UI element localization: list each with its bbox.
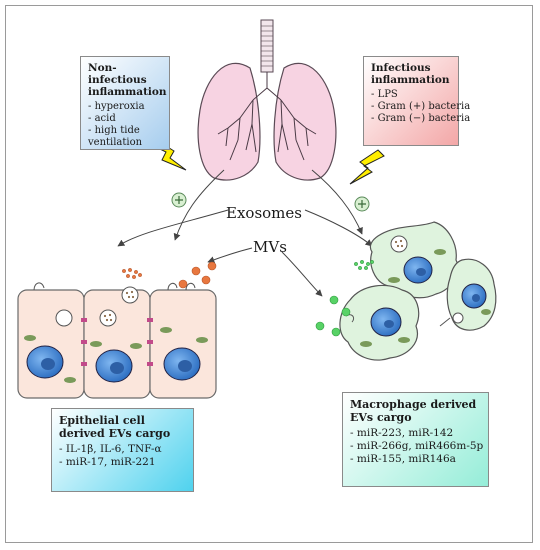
plus-circle-icon xyxy=(354,196,370,212)
arrow-icon xyxy=(207,247,253,264)
macrophage-cell xyxy=(369,221,459,299)
list-item: miR-223, miR-142 xyxy=(350,427,481,440)
non-infectious-list: hyperoxia acid high tide ventilation xyxy=(88,101,162,149)
exosomes-label: Exosomes xyxy=(226,204,302,222)
macrophage-cargo-list: miR-223, miR-142 miR-266g, miR466m-5p mi… xyxy=(350,427,483,466)
list-item: Gram (−) bacteria xyxy=(371,113,471,125)
macrophage-cell xyxy=(339,284,420,361)
list-item: miR-266g, miR466m-5p xyxy=(350,440,483,453)
list-item: miR-17, miR-221 xyxy=(59,456,186,469)
list-item: high tide ventilation xyxy=(88,125,162,149)
macrophages xyxy=(339,221,497,361)
list-item: hyperoxia xyxy=(88,101,162,113)
plus-circle-icon xyxy=(171,192,187,208)
epithelial-cargo-list: IL-1β, IL-6, TNF-α miR-17, miR-221 xyxy=(59,443,186,469)
list-item: Gram (+) bacteria xyxy=(371,101,471,113)
macrophage-vesicles xyxy=(315,260,374,337)
macrophage-cell xyxy=(439,258,497,331)
arrow-icon xyxy=(173,169,225,241)
macrophage-cargo-title: Macrophage derived EVs cargo xyxy=(350,398,477,424)
list-item: miR-155, miR146a xyxy=(350,453,481,466)
epithelial-cells xyxy=(17,282,217,399)
infectious-title: Infectious inflammation xyxy=(371,62,450,86)
mvs-label: MVs xyxy=(253,238,287,256)
macrophage-cargo-box: Macrophage derived EVs cargo miR-223, mi… xyxy=(342,392,489,487)
non-infectious-inflammation-box: Non-infectious inflammation hyperoxia ac… xyxy=(80,56,170,150)
infectious-inflammation-box: Infectious inflammation LPS Gram (+) bac… xyxy=(363,56,471,146)
epithelial-vesicles xyxy=(122,261,217,289)
arrow-icon xyxy=(117,209,229,247)
lightning-bolt-icon xyxy=(349,149,385,185)
arrow-icon xyxy=(311,169,363,235)
epithelial-cargo-box: Epithelial cell derived EVs cargo IL-1β,… xyxy=(51,408,194,492)
non-infectious-title: Non-infectious inflammation xyxy=(88,62,167,98)
epithelial-cargo-title: Epithelial cell derived EVs cargo xyxy=(59,414,171,440)
epithelial-cell xyxy=(149,282,217,399)
list-item: IL-1β, IL-6, TNF-α xyxy=(59,443,186,456)
epithelial-cell xyxy=(83,286,151,399)
arrow-icon xyxy=(304,209,373,247)
list-item: acid xyxy=(88,113,162,125)
infectious-list: LPS Gram (+) bacteria Gram (−) bacteria xyxy=(371,89,471,125)
list-item: LPS xyxy=(371,89,451,101)
arrow-icon xyxy=(281,251,323,297)
figure-frame xyxy=(5,5,533,543)
epithelial-cell xyxy=(17,282,85,399)
lung-icon xyxy=(197,19,337,181)
